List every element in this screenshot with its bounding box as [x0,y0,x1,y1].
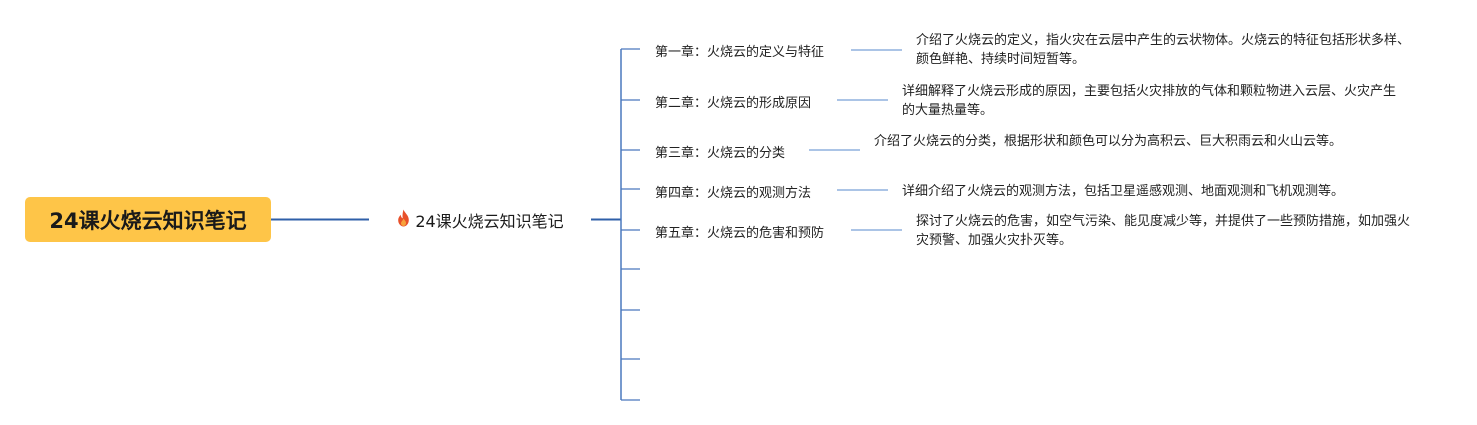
chapter-4-node[interactable]: 第四章：火烧云的观测方法 [655,186,812,201]
root-node[interactable]: 24课火烧云知识笔记 [25,197,271,242]
chapter-5-description[interactable]: 探讨了火烧云的危害，如空气污染、能见度减少等，并提供了一些预防措施，如加强火灾预… [916,214,1411,248]
chapter-5-node[interactable]: 第五章：火烧云的危害和预防 [655,226,825,241]
topic-label: 24课火烧云知识笔记 [415,211,564,231]
chapter-2-description[interactable]: 详细解释了火烧云形成的原因，主要包括火灾排放的气体和颗粒物进入云层、火灾产生的大… [902,84,1397,118]
chapter-3-description[interactable]: 介绍了火烧云的分类，根据形状和颜色可以分为高积云、巨大积雨云和火山云等。 [874,134,1343,149]
chapter-1-description[interactable]: 介绍了火烧云的定义，指火灾在云层中产生的云状物体。火烧云的特征包括形状多样、颜色… [916,33,1411,67]
chapter-4-description[interactable]: 详细介绍了火烧云的观测方法，包括卫星遥感观测、地面观测和飞机观测等。 [902,184,1345,199]
chapter-1-node[interactable]: 第一章：火烧云的定义与特征 [655,45,825,60]
chapter-2-node[interactable]: 第二章：火烧云的形成原因 [655,96,812,111]
topic-node[interactable]: 24课火烧云知识笔记 [369,201,591,238]
root-label: 24课火烧云知识笔记 [49,208,247,233]
chapter-3-node[interactable]: 第三章：火烧云的分类 [655,146,786,161]
fire-icon [396,209,411,231]
